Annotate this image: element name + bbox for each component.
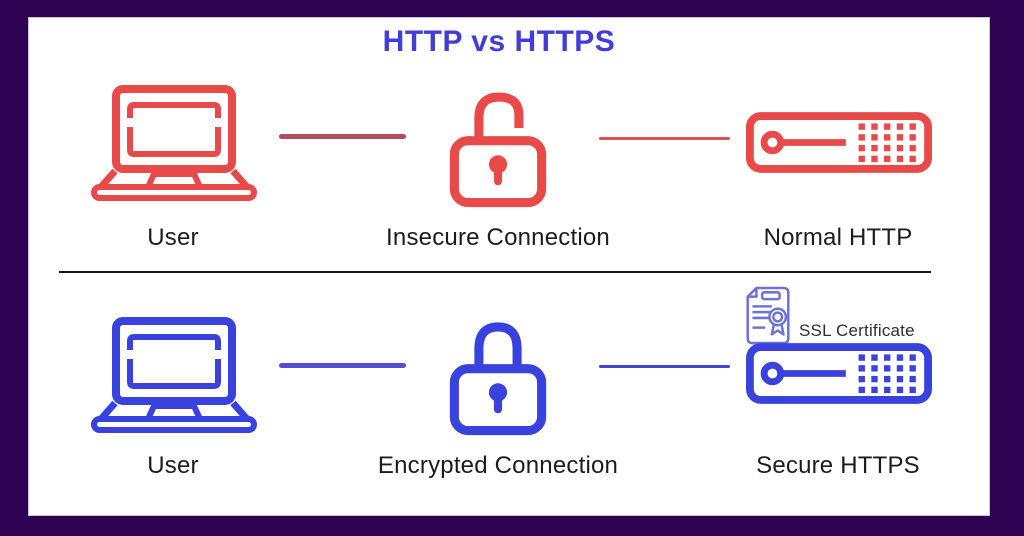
certificate-icon <box>746 286 790 345</box>
http-connection-label: Insecure Connection <box>386 224 610 251</box>
laptop-icon <box>91 85 257 201</box>
https-user-label: User <box>147 452 199 479</box>
server-icon <box>746 343 932 404</box>
http-user-label: User <box>147 224 199 251</box>
open-padlock-icon <box>449 92 547 208</box>
diagram-panel: HTTP vs HTTPS <box>28 17 990 516</box>
connector-line <box>599 137 730 140</box>
divider-line <box>59 271 931 273</box>
closed-padlock-icon <box>449 322 547 436</box>
page-title: HTTP vs HTTPS <box>382 25 616 58</box>
laptop-icon <box>91 317 257 433</box>
ssl-certificate-label: SSL Certificate <box>799 321 915 340</box>
connector-line <box>279 363 406 368</box>
https-server-label: Secure HTTPS <box>756 452 920 479</box>
connector-line <box>599 365 730 368</box>
https-connection-label: Encrypted Connection <box>377 452 619 479</box>
server-icon <box>746 112 932 173</box>
connector-line <box>279 134 406 139</box>
http-server-label: Normal HTTP <box>763 224 913 251</box>
